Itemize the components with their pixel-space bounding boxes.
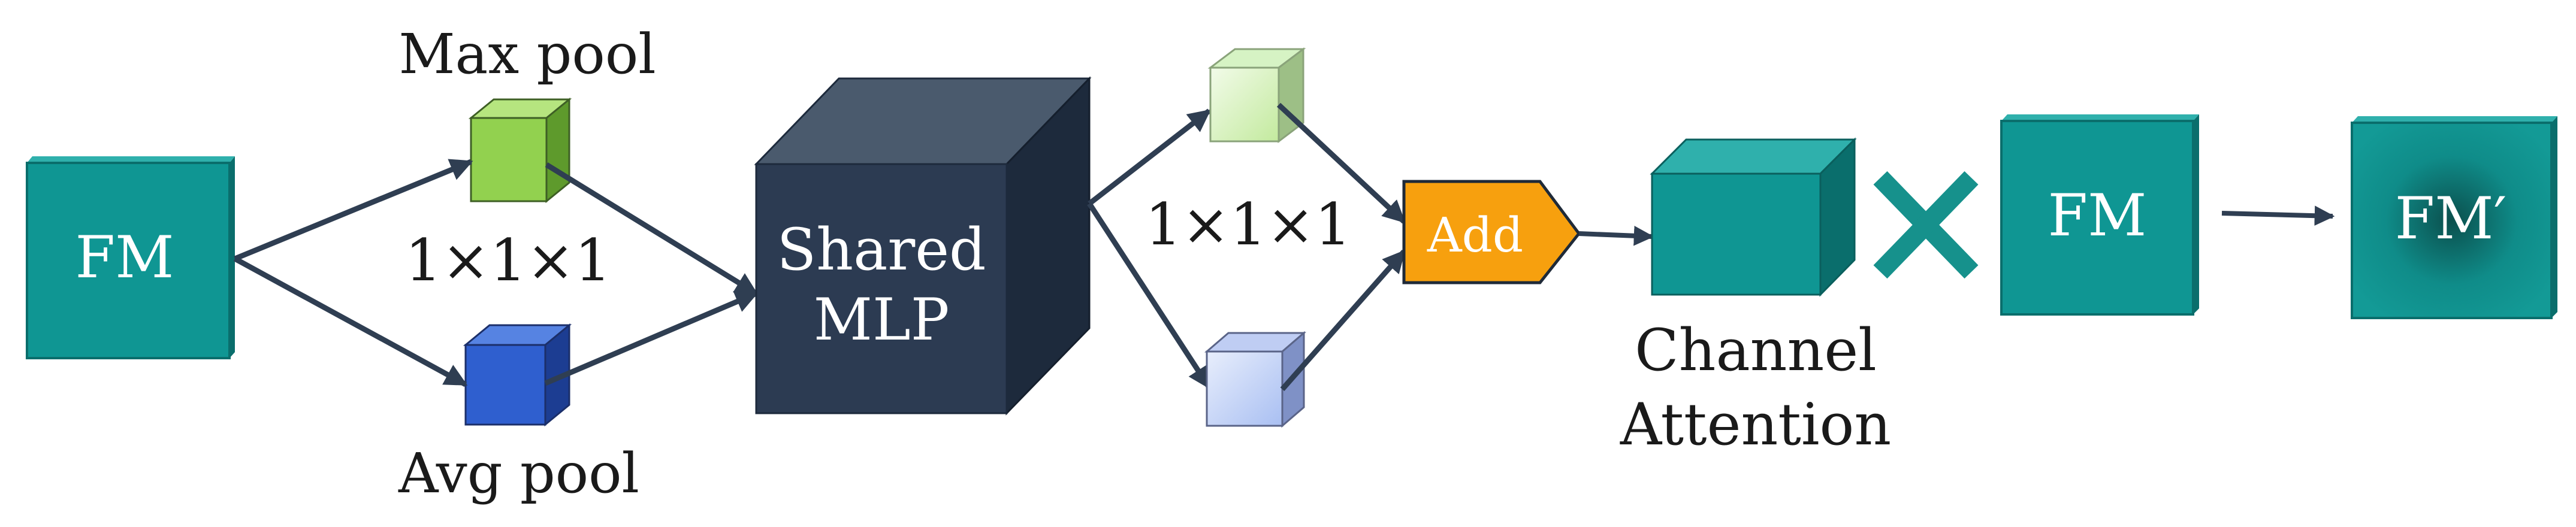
arrow-max-pool-to-mlp xyxy=(545,162,759,296)
dims-left-label: 1×1×1 xyxy=(405,227,611,294)
shared-mlp-block: Shared MLP xyxy=(754,76,1092,416)
max-pool-cube xyxy=(468,97,572,204)
arrow-green-cube-to-add xyxy=(1276,102,1406,224)
mlp-output-green-cube xyxy=(1207,47,1306,144)
fm-middle-label: FM xyxy=(2048,182,2147,249)
dims-right-label: 1×1×1 xyxy=(1145,191,1351,258)
arrow-fm-to-fm-prime xyxy=(2221,205,2335,226)
channel-attention-label-line1: Channel xyxy=(1635,317,1877,384)
fm-middle-block: FM xyxy=(2000,114,2199,316)
fm-input-label: FM xyxy=(76,224,174,291)
channel-attention-block xyxy=(1650,137,1857,297)
shared-mlp-label-line2: MLP xyxy=(814,286,950,353)
avg-pool-label: Avg pool xyxy=(398,441,639,505)
fm-output-label: FM′ xyxy=(2395,185,2507,252)
avg-pool-cube xyxy=(463,323,572,427)
arrow-fm-to-max-pool xyxy=(234,159,473,262)
arrow-mlp-to-blue-cube xyxy=(1087,202,1212,390)
fm-input-block: FM xyxy=(26,156,235,359)
add-node: Add xyxy=(1402,180,1581,284)
max-pool-label: Max pool xyxy=(398,22,656,86)
add-label: Add xyxy=(1427,207,1523,263)
shared-mlp-label-line1: Shared xyxy=(777,216,986,283)
arrow-mlp-to-green-cube xyxy=(1088,108,1211,206)
multiply-icon xyxy=(1873,171,1979,279)
fm-output-block: FM′ xyxy=(2351,116,2557,319)
arrow-avg-pool-to-mlp xyxy=(544,290,759,386)
channel-attention-label-line2: Attention xyxy=(1620,391,1891,458)
arrow-fm-to-avg-pool xyxy=(233,256,468,387)
arrow-add-to-channel-attention xyxy=(1578,225,1654,246)
arrow-blue-cube-to-add xyxy=(1280,250,1406,391)
